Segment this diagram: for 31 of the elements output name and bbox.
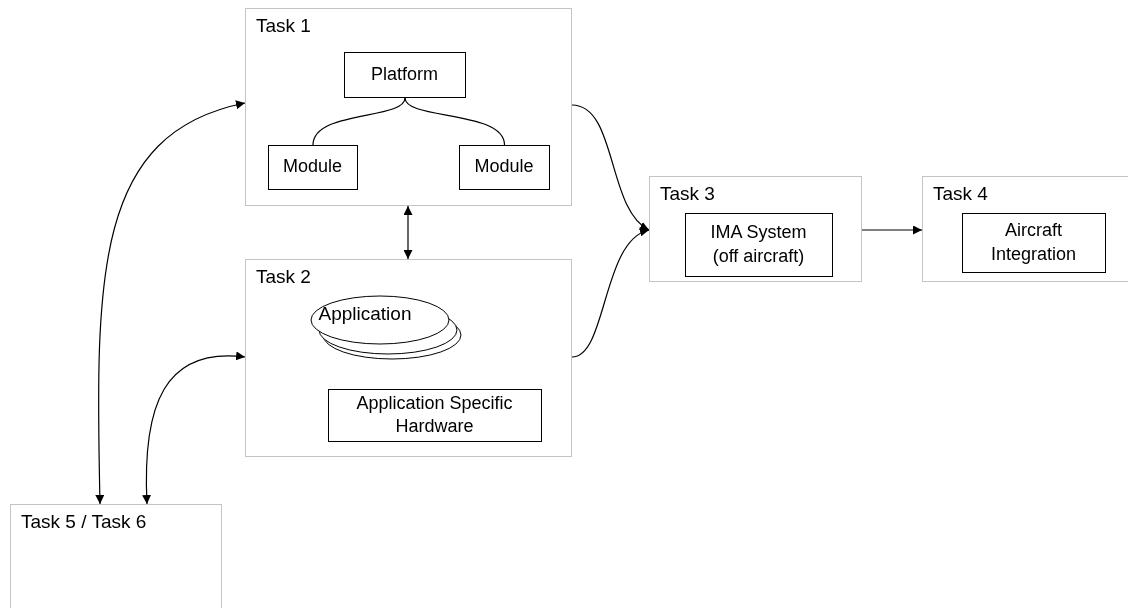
task-title: Task 3 — [660, 183, 715, 205]
box-label: Platform — [371, 62, 438, 86]
box-label: Module — [474, 155, 534, 179]
arrow — [571, 229, 650, 358]
component-box — [961, 212, 1106, 273]
connector-line — [404, 97, 506, 146]
box-label: Module — [282, 155, 342, 179]
box-label: IMA System (off aircraft) — [709, 221, 808, 268]
arrow — [861, 225, 923, 235]
task-box — [245, 8, 572, 206]
task-title: Task 4 — [933, 183, 988, 205]
component-box — [267, 144, 358, 190]
task-box — [245, 259, 572, 457]
arrow — [95, 101, 246, 505]
component-box — [343, 51, 466, 98]
arrow — [571, 104, 650, 231]
box-label: Application Specific Hardware — [355, 391, 514, 438]
task-title: Task 5 / Task 6 — [21, 511, 147, 533]
task-box — [649, 176, 862, 282]
component-box — [327, 388, 542, 442]
task-title: Task 1 — [256, 15, 311, 37]
box-label: Aircraft Integration — [989, 219, 1078, 266]
arrow — [142, 351, 246, 505]
application-label: Application — [318, 302, 412, 325]
task-box — [10, 504, 222, 608]
arrow — [403, 205, 413, 260]
task-box — [922, 176, 1128, 282]
component-box — [458, 144, 550, 190]
connector-line — [312, 97, 406, 146]
component-box — [684, 212, 833, 277]
task-title: Task 2 — [256, 266, 311, 288]
